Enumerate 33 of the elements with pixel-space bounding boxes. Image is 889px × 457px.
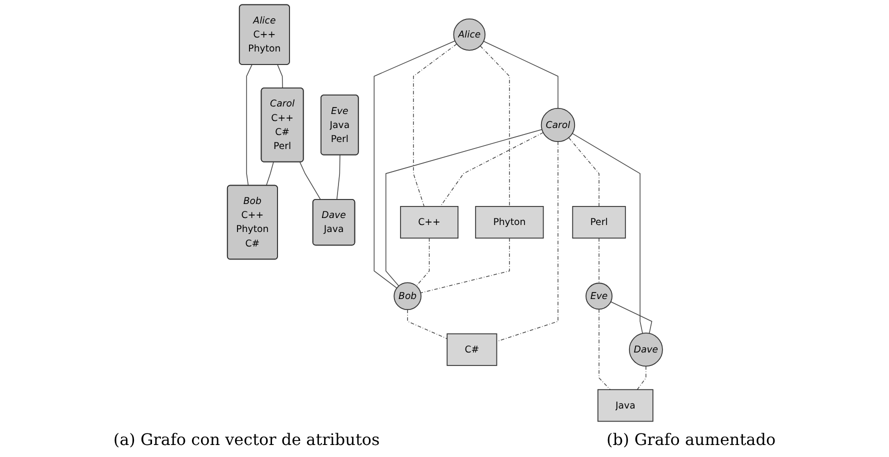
node-box: C# (446, 333, 497, 366)
node-box: C++ (400, 206, 458, 239)
connector (336, 154, 340, 200)
node-box: Phyton (474, 206, 544, 239)
connector (440, 132, 544, 207)
connector (482, 40, 558, 109)
connector (420, 238, 510, 294)
node-circle: Alice (452, 18, 486, 51)
connector (610, 301, 652, 334)
connector (406, 309, 448, 340)
figure-caption: (a) Grafo con vector de atributos (113, 430, 380, 449)
connector (276, 64, 283, 89)
connector (572, 133, 642, 334)
connector (265, 162, 274, 186)
node-box: Perl (572, 206, 626, 239)
node-box: Java (597, 389, 653, 422)
connector (568, 137, 599, 207)
connector (299, 162, 321, 200)
node-circle: Eve (585, 282, 612, 310)
connector (479, 46, 510, 207)
figure-caption: (b) Grafo aumentado (606, 430, 776, 449)
connector (598, 308, 610, 390)
connector (412, 44, 457, 207)
connector (496, 141, 558, 342)
connector (246, 64, 252, 186)
node-circle: Dave (628, 332, 662, 367)
connector (416, 238, 430, 286)
connector (385, 129, 542, 286)
node-circle: Bob (393, 282, 422, 310)
connector (598, 238, 599, 284)
connector (636, 366, 646, 390)
connector (373, 40, 455, 288)
node-circle: Carol (540, 108, 575, 142)
